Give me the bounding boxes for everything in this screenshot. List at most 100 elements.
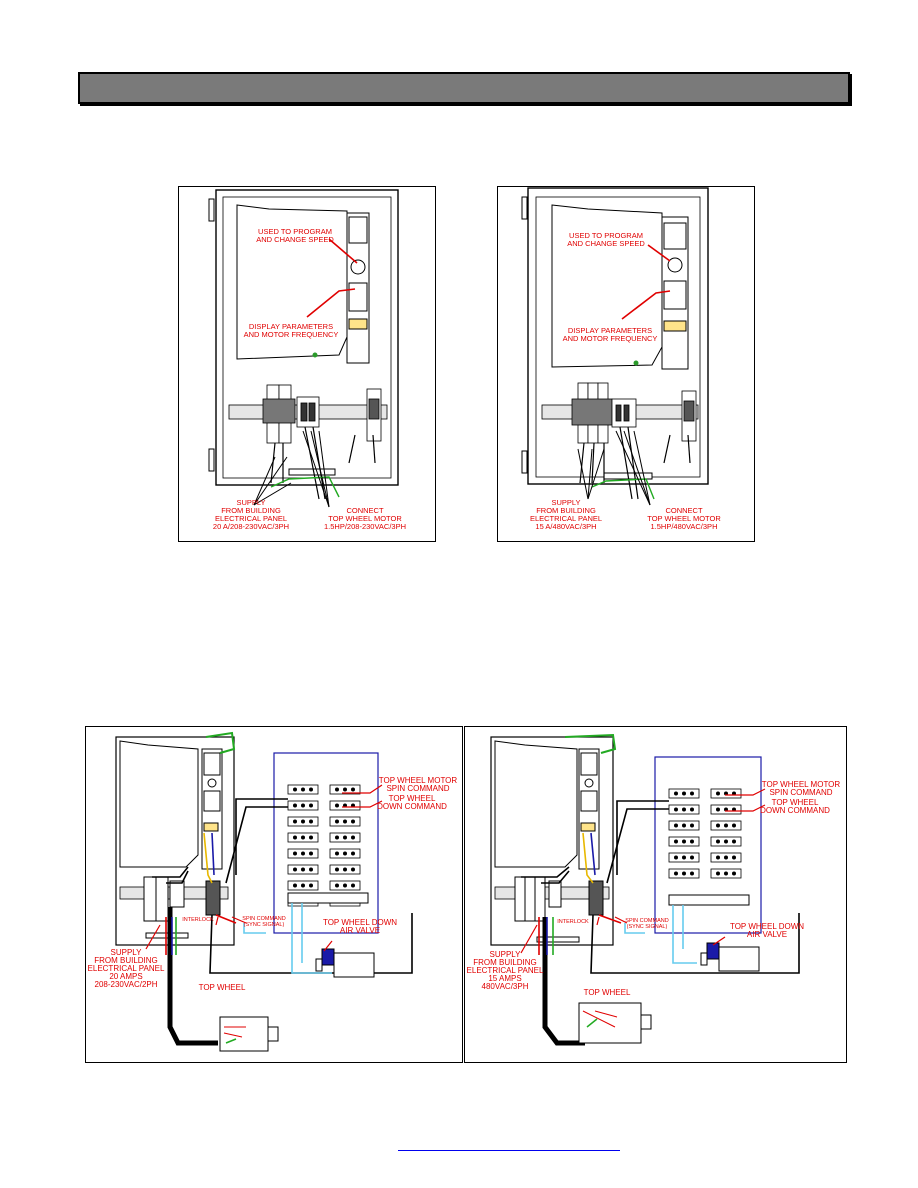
terminal-screw	[350, 835, 355, 840]
terminal-screw	[308, 883, 313, 888]
spin-command-label-line2: SPIN COMMAND	[769, 788, 832, 797]
wiring-diagram-208v: TOP WHEEL MOTOR SPIN COMMAND TOP WHEEL D…	[88, 731, 458, 1052]
terminal-screw	[731, 871, 736, 876]
terminal-screw	[292, 851, 297, 856]
terminal-screw	[731, 839, 736, 844]
motor-label: TOP WHEEL	[199, 983, 246, 992]
terminal-screw	[342, 819, 347, 824]
spin-signal-label-line1: SPIN COMMAND	[625, 918, 668, 924]
terminal-screw	[308, 835, 313, 840]
terminal-screw	[673, 791, 678, 796]
terminal-block	[654, 756, 762, 934]
spin-signal-label-line2: (SYNC SIGNAL)	[244, 922, 285, 928]
terminal-screw	[300, 851, 305, 856]
spin-command-label-line1: TOP WHEEL MOTOR	[762, 780, 841, 789]
terminal-screw	[300, 883, 305, 888]
terminal-screw	[342, 883, 347, 888]
supply-label-line3: ELECTRICAL PANEL	[215, 514, 287, 523]
terminal-screw	[673, 823, 678, 828]
display-callout-line1: DISPLAY PARAMETERS	[568, 326, 652, 335]
terminal-screw	[350, 819, 355, 824]
supply-label-line2: FROM BUILDING	[221, 506, 281, 515]
terminal-screw	[689, 855, 694, 860]
supply-label-line1: SUPPLY	[490, 950, 522, 959]
terminal-screw	[308, 787, 313, 792]
supply-label-line2: FROM BUILDING	[473, 958, 537, 967]
footer-link[interactable]	[398, 1150, 620, 1151]
terminal-screw	[673, 839, 678, 844]
supply-label-line2: FROM BUILDING	[94, 956, 158, 965]
terminal-screw	[350, 883, 355, 888]
terminal-screw	[715, 855, 720, 860]
terminal-screw	[334, 867, 339, 872]
air-valve-label-line2: AIR VALVE	[340, 926, 380, 935]
terminal-screw	[681, 791, 686, 796]
supply-label-line3: ELECTRICAL PANEL	[88, 964, 165, 973]
terminal-screw	[715, 807, 720, 812]
terminal-screw	[308, 803, 313, 808]
terminal-screw	[681, 839, 686, 844]
connect-label-line2: TOP WHEEL MOTOR	[647, 514, 721, 523]
terminal-screw	[292, 803, 297, 808]
terminal-screw	[731, 823, 736, 828]
spin-command-label-line1: TOP WHEEL MOTOR	[379, 776, 458, 785]
terminal-screw	[334, 787, 339, 792]
section-header-bar	[78, 72, 850, 104]
terminal-screw	[300, 819, 305, 824]
terminal-screw	[723, 823, 728, 828]
display-callout-line1: DISPLAY PARAMETERS	[249, 322, 333, 331]
terminal-screw	[350, 851, 355, 856]
terminal-screw	[334, 819, 339, 824]
terminal-screw	[715, 791, 720, 796]
enclosure-diagram-480v: USED TO PROGRAM AND CHANGE SPEED DISPLAY…	[521, 187, 721, 531]
down-command-label-line2: DOWN COMMAND	[760, 806, 830, 815]
terminal-screw	[673, 807, 678, 812]
terminal-screw	[689, 807, 694, 812]
terminal-screw	[334, 883, 339, 888]
connect-label-line3: 1.5HP/480VAC/3PH	[651, 522, 718, 531]
terminal-screw	[300, 835, 305, 840]
supply-label-line4: 20 A/208-230VAC/3PH	[213, 522, 289, 531]
interlock-label: INTERLOCK	[557, 919, 589, 925]
figure-bottom-left: TOP WHEEL MOTOR SPIN COMMAND TOP WHEEL D…	[85, 726, 463, 1063]
connect-label-line1: CONNECT	[665, 506, 703, 515]
terminal-screw	[334, 835, 339, 840]
terminal-block	[273, 752, 379, 934]
supply-label-line5: 208-230VAC/2PH	[95, 980, 158, 989]
terminal-screw	[689, 791, 694, 796]
terminal-screw	[292, 867, 297, 872]
terminal-screw	[342, 835, 347, 840]
terminal-screw	[689, 871, 694, 876]
terminal-screw	[731, 855, 736, 860]
terminal-screw	[292, 787, 297, 792]
terminal-screw	[292, 835, 297, 840]
supply-label-line4: 20 AMPS	[109, 972, 142, 981]
figure-top-left: USED TO PROGRAM AND CHANGE SPEED DISPLAY…	[178, 186, 436, 542]
terminal-screw	[342, 851, 347, 856]
terminal-screw	[334, 851, 339, 856]
supply-label-line4: 15 A/480VAC/3PH	[535, 522, 596, 531]
down-command-label-line2: DOWN COMMAND	[377, 802, 447, 811]
terminal-screw	[681, 855, 686, 860]
connect-label-line2: TOP WHEEL MOTOR	[328, 514, 402, 523]
terminal-screw	[715, 823, 720, 828]
display-callout-line2: AND MOTOR FREQUENCY	[244, 330, 339, 339]
terminal-screw	[681, 871, 686, 876]
terminal-screw	[300, 803, 305, 808]
terminal-screw	[673, 871, 678, 876]
terminal-screw	[300, 867, 305, 872]
program-callout-line1: USED TO PROGRAM	[569, 231, 643, 240]
supply-label-line2: FROM BUILDING	[536, 506, 596, 515]
terminal-screw	[681, 807, 686, 812]
terminal-screw	[689, 839, 694, 844]
supply-label-line1: SUPPLY	[111, 948, 143, 957]
supply-label-line3: ELECTRICAL PANEL	[467, 966, 544, 975]
terminal-screw	[350, 867, 355, 872]
supply-label-line5: 480VAC/3PH	[482, 982, 529, 991]
program-callout-line2: AND CHANGE SPEED	[567, 239, 645, 248]
enclosure-diagram-208v: USED TO PROGRAM AND CHANGE SPEED DISPLAY…	[208, 189, 406, 531]
supply-label-line4: 15 AMPS	[488, 974, 521, 983]
display-callout-line2: AND MOTOR FREQUENCY	[563, 334, 658, 343]
air-valve-label-line2: AIR VALVE	[747, 930, 787, 939]
down-command-label-line1: TOP WHEEL	[772, 798, 819, 807]
